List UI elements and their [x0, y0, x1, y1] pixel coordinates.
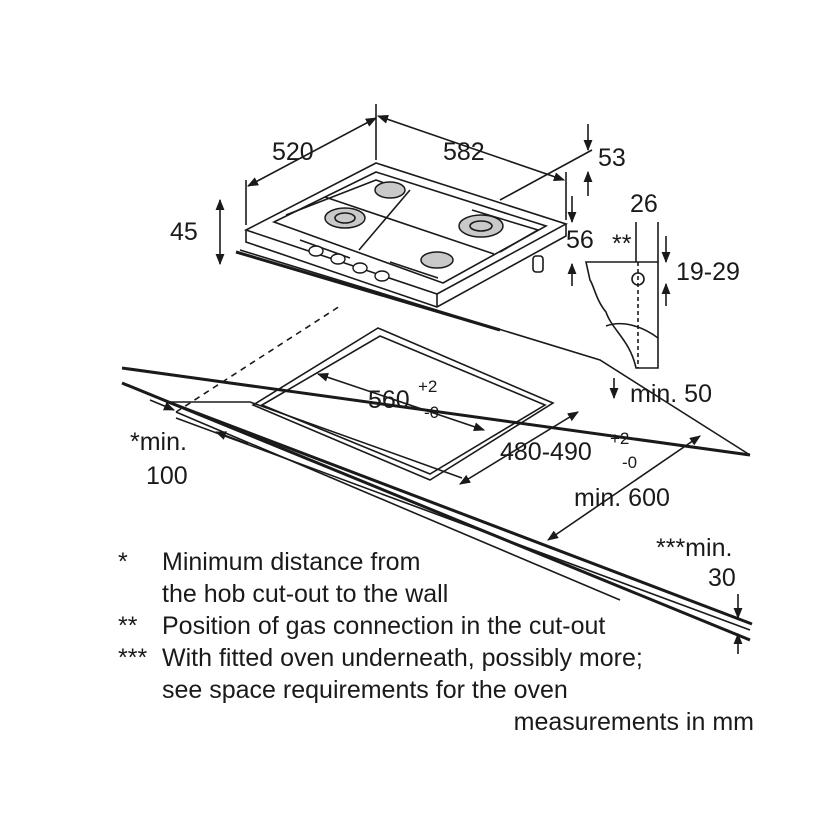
dim-worktop-depth-label: min. 600 — [574, 484, 670, 512]
footnote-3: *** With fitted oven underneath, possibl… — [118, 642, 738, 674]
footnote-mark: ** — [118, 612, 138, 640]
hob — [243, 162, 569, 308]
dim-width-label: 582 — [443, 138, 485, 166]
units-note: measurements in mm — [513, 708, 754, 736]
footnote-mark: *** — [118, 644, 148, 672]
dim-connection-offset-label: 53 — [598, 144, 626, 172]
footnote-text: Minimum distance from — [162, 548, 421, 576]
dim-depth-label: 520 — [272, 138, 314, 166]
knob-4 — [374, 270, 390, 282]
footnote-text: the hob cut-out to the wall — [162, 580, 449, 608]
gas-connection-marker: ** — [612, 230, 632, 258]
footnote-text: With fitted oven underneath, possibly mo… — [162, 644, 643, 672]
footnote-mark: * — [118, 548, 128, 576]
footnotes: * Minimum distance from the hob cut-out … — [118, 546, 738, 706]
footnote-2: ** Position of gas connection in the cut… — [118, 610, 738, 642]
dim-cutout-depth-tol-minus: -0 — [622, 453, 637, 472]
dim-front-clearance-label: min. 50 — [630, 380, 712, 408]
dim-cutout-width-tol-plus: +2 — [418, 377, 437, 396]
dimension-lines — [149, 104, 743, 654]
dim-cutout-width-label: 560 — [368, 386, 410, 414]
knob-1 — [308, 245, 324, 257]
dim-connection-height-label: 56 — [566, 226, 594, 254]
dim-wall-clearance-label-2: 100 — [146, 462, 188, 490]
dim-connection-depth-label: 26 — [630, 190, 658, 218]
knob-3 — [352, 262, 368, 274]
dim-height-label: 45 — [170, 218, 198, 246]
cutout — [251, 327, 555, 481]
burner-front-right — [420, 251, 454, 269]
burner-rear-right — [458, 214, 504, 238]
knob-2 — [330, 253, 346, 265]
footnote-text: Position of gas connection in the cut-ou… — [162, 612, 606, 640]
dim-wall-clearance-label-1: *min. — [130, 428, 187, 456]
footnote-3-cont: see space requirements for the oven — [118, 674, 738, 706]
dim-cutout-depth-tol-plus: +2 — [610, 429, 629, 448]
dim-cutout-depth-label: 480-490 — [500, 438, 592, 466]
footnote-1-cont: the hob cut-out to the wall — [118, 578, 738, 610]
burner-rear-left — [374, 181, 406, 199]
footnote-text: see space requirements for the oven — [162, 676, 568, 704]
dim-worktop-thickness-label: 19-29 — [676, 258, 740, 286]
dim-cutout-width-tol-minus: -0 — [424, 403, 439, 422]
dim-oven-clearance-label-2: 30 — [708, 564, 736, 592]
dim-oven-clearance-label-1: ***min. — [656, 534, 732, 562]
footnote-1: * Minimum distance from — [118, 546, 738, 578]
gas-connection-profile — [585, 261, 659, 369]
burner-front-left — [324, 207, 366, 229]
